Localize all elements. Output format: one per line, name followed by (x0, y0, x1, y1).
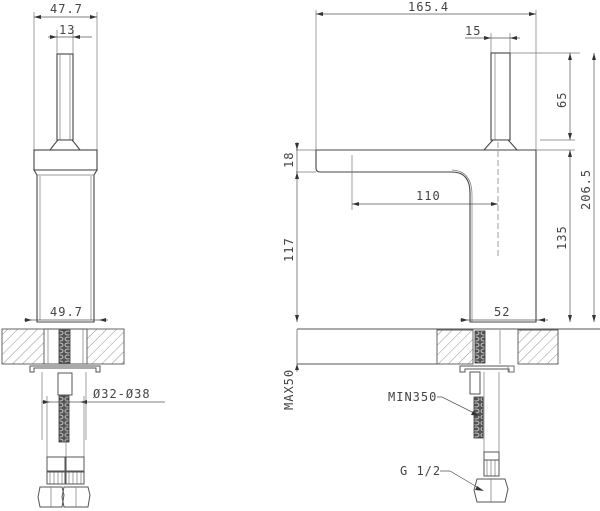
side-deck-left (436, 329, 474, 365)
dim-front-overall-width: 47.7 (33, 2, 98, 150)
dim-label-13: 13 (59, 23, 75, 37)
dim-front-handle-width: 13 (48, 23, 92, 55)
front-hex-nut-right (61, 486, 91, 508)
callout-thread: G 1/2 (400, 464, 484, 491)
dim-handle-height: 65 (510, 52, 580, 141)
dim-label-206-5: 206.5 (579, 169, 593, 210)
front-deck-right (86, 328, 125, 365)
side-hex-nut (473, 478, 509, 503)
side-shank (469, 371, 481, 395)
dim-label-110: 110 (416, 189, 441, 203)
dim-body-height: 135 (536, 149, 575, 322)
front-shank (57, 372, 73, 396)
side-hose-lower (473, 396, 484, 439)
front-ferrule-left (46, 456, 66, 472)
callout-hose-length: MIN350 (388, 390, 480, 416)
side-hose-upper (474, 330, 486, 364)
dim-max-deck: MAX50 (282, 329, 299, 410)
front-body (33, 169, 98, 323)
dim-label-max50: MAX50 (282, 369, 296, 410)
side-ferrule (483, 451, 500, 461)
dim-side-handle-width: 15 (465, 24, 520, 55)
front-body-top (33, 149, 98, 171)
dim-total-height: 206.5 (579, 53, 596, 322)
callout-label-g-half: G 1/2 (400, 464, 441, 478)
front-handle-base (48, 139, 82, 151)
side-spout-body (315, 149, 537, 323)
callout-label-min350: MIN350 (388, 390, 437, 404)
dim-label-52: 52 (494, 305, 510, 319)
dim-label-hole-diameter: Ø32-Ø38 (93, 387, 151, 401)
front-handle (56, 53, 74, 141)
side-handle (490, 52, 511, 141)
side-deck-right (517, 329, 559, 365)
side-handle-base (482, 139, 519, 151)
front-hose-lower (58, 395, 70, 443)
front-view: 47.7 13 49.7 (1, 2, 165, 508)
front-mounting-nut (29, 365, 101, 373)
front-ferrule-right (65, 456, 85, 472)
front-hose-upper (58, 329, 71, 364)
dim-label-15: 15 (465, 24, 481, 38)
dim-label-135: 135 (555, 225, 569, 250)
front-hex-nut-left (37, 486, 65, 508)
dim-spout-height: 117 (282, 180, 299, 322)
dim-label-18: 18 (282, 152, 296, 168)
side-mounting-nut (459, 365, 515, 373)
dim-overall-length: 165.4 (315, 0, 537, 150)
dim-label-47-7: 47.7 (50, 2, 83, 16)
dim-spout-thickness: 18 (282, 142, 316, 180)
front-deck-left (1, 328, 45, 365)
dim-label-65: 65 (555, 92, 569, 108)
dim-label-117: 117 (282, 237, 296, 262)
dim-label-49-7: 49.7 (50, 305, 83, 319)
dim-spout-reach: 110 (351, 155, 498, 210)
dim-label-165-4: 165.4 (408, 0, 449, 14)
dim-front-base-width: 49.7 (24, 305, 108, 322)
side-view: 165.4 15 18 (282, 0, 600, 503)
dim-side-base-width: 52 (460, 305, 548, 322)
